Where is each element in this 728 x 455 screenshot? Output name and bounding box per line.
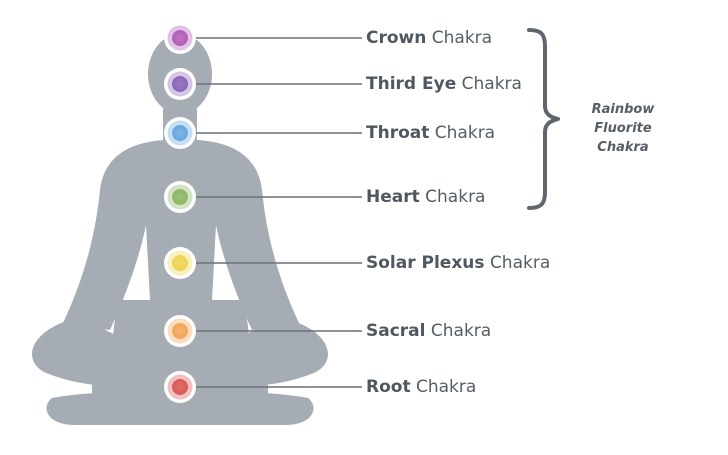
group-label: Rainbow Fluorite Chakra (562, 100, 684, 157)
chakra-dot-throat (164, 117, 196, 149)
chakra-dot-third-eye (164, 68, 196, 100)
chakra-label-solar-plexus: Solar Plexus Chakra (366, 253, 551, 273)
chakra-label-crown: Crown Chakra (366, 28, 493, 48)
chakra-dot-shine (164, 181, 196, 213)
chakra-dot-solar-plexus (164, 247, 196, 279)
chakra-label-third-eye: Third Eye Chakra (366, 74, 522, 94)
chakra-dot-shine (164, 117, 196, 149)
chakra-dots (164, 22, 196, 403)
chakra-dot-root (164, 371, 196, 403)
chakra-label-root: Root Chakra (366, 377, 477, 397)
chakra-dot-shine (164, 315, 196, 347)
chakra-dot-heart (164, 181, 196, 213)
group-label-line-2: Chakra (597, 140, 649, 155)
silhouette-right-leg (180, 320, 329, 387)
chakra-label-heart: Heart Chakra (366, 187, 486, 207)
group-label-line-1: Rainbow Fluorite (591, 102, 655, 136)
chakra-dot-shine (164, 247, 196, 279)
chakra-dot-shine (164, 22, 196, 54)
chakra-label-throat: Throat Chakra (366, 123, 496, 143)
silhouette-torso (62, 140, 300, 330)
silhouette-left-leg (31, 320, 181, 387)
group-bracket (527, 28, 560, 210)
chakra-dot-shine (164, 371, 196, 403)
chakra-dot-sacral (164, 315, 196, 347)
leader-lines (193, 37, 362, 388)
chakra-dot-shine (164, 68, 196, 100)
chakra-label-sacral: Sacral Chakra (366, 321, 492, 341)
chakra-dot-crown (164, 22, 196, 54)
